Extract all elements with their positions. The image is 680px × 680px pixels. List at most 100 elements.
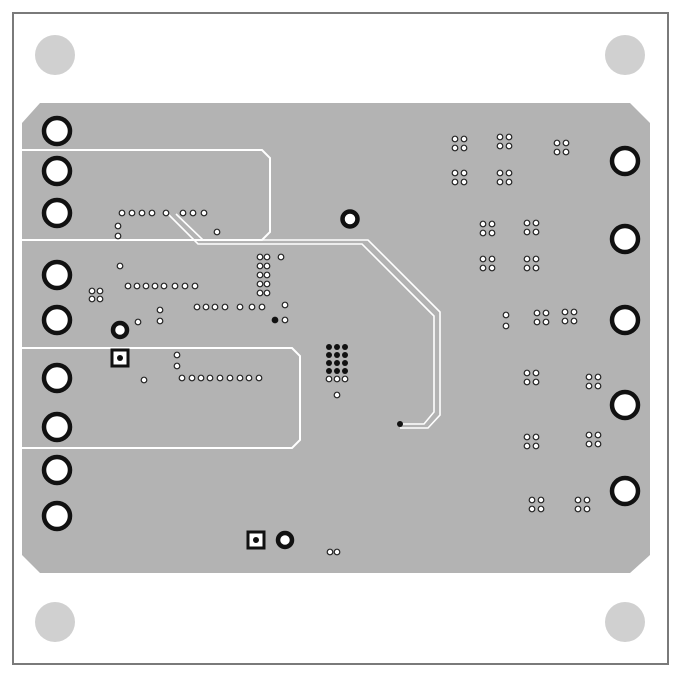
pad-layer (41, 115, 641, 550)
via-icon (117, 355, 123, 361)
via-icon (502, 322, 510, 330)
via-icon (585, 431, 593, 439)
via-icon (181, 282, 189, 290)
via-icon (342, 344, 348, 350)
via-icon (281, 316, 289, 324)
via-icon (532, 264, 540, 272)
via-icon (334, 344, 340, 350)
via-icon (197, 374, 205, 382)
via-icon (263, 271, 271, 279)
via-icon (334, 368, 340, 374)
via-icon (326, 360, 332, 366)
via-icon (179, 209, 187, 217)
via-icon (502, 311, 510, 319)
through-hole-pad-icon (41, 259, 73, 291)
via-icon (206, 374, 214, 382)
via-icon (553, 148, 561, 156)
through-hole-pad-icon (275, 530, 295, 550)
via-icon (342, 352, 348, 358)
via-icon (451, 144, 459, 152)
via-layer (88, 133, 602, 556)
via-icon (528, 496, 536, 504)
through-hole-pad-icon (110, 320, 130, 340)
via-icon (114, 232, 122, 240)
via-icon (326, 352, 332, 358)
via-icon (505, 178, 513, 186)
via-icon (562, 148, 570, 156)
via-icon (256, 289, 264, 297)
via-icon (256, 253, 264, 261)
via-icon (142, 282, 150, 290)
via-icon (118, 209, 126, 217)
via-icon (333, 375, 341, 383)
via-icon (523, 378, 531, 386)
via-icon (334, 352, 340, 358)
mounting-holes (35, 35, 645, 642)
through-hole-pad-icon (609, 304, 641, 336)
via-icon (532, 228, 540, 236)
via-icon (334, 360, 340, 366)
via-icon (213, 228, 221, 236)
lower-left-region (22, 347, 301, 449)
through-hole-pad-icon (340, 209, 360, 229)
via-icon (88, 287, 96, 295)
copper-pour (22, 103, 650, 573)
via-icon (263, 280, 271, 288)
via-icon (200, 209, 208, 217)
via-icon (542, 318, 550, 326)
via-icon (138, 209, 146, 217)
via-icon (505, 169, 513, 177)
through-hole-pad-icon (609, 475, 641, 507)
via-icon (156, 317, 164, 325)
via-icon (585, 382, 593, 390)
via-icon (202, 303, 210, 311)
via-icon (523, 442, 531, 450)
via-icon (173, 351, 181, 359)
via-icon (96, 295, 104, 303)
via-icon (256, 271, 264, 279)
via-icon (211, 303, 219, 311)
via-icon (505, 142, 513, 150)
via-icon (133, 282, 141, 290)
via-icon (342, 368, 348, 374)
via-icon (326, 344, 332, 350)
via-icon (523, 433, 531, 441)
via-icon (255, 374, 263, 382)
via-icon (479, 264, 487, 272)
via-icon (479, 255, 487, 263)
via-icon (134, 318, 142, 326)
via-icon (505, 133, 513, 141)
via-icon (191, 282, 199, 290)
via-icon (178, 374, 186, 382)
via-icon (561, 317, 569, 325)
via-icon (553, 139, 561, 147)
via-icon (96, 287, 104, 295)
via-icon (226, 374, 234, 382)
via-icon (160, 282, 168, 290)
trace-b (175, 213, 441, 429)
via-icon (124, 282, 132, 290)
via-icon (488, 255, 496, 263)
through-hole-pad-icon (41, 454, 73, 486)
via-icon (221, 303, 229, 311)
via-icon (532, 219, 540, 227)
via-icon (333, 548, 341, 556)
via-icon (496, 178, 504, 186)
via-icon (479, 229, 487, 237)
via-icon (258, 303, 266, 311)
via-icon (451, 135, 459, 143)
through-hole-pad-icon (609, 145, 641, 177)
via-icon (162, 209, 170, 217)
via-icon (570, 317, 578, 325)
via-icon (88, 295, 96, 303)
via-icon (173, 362, 181, 370)
via-icon (114, 222, 122, 230)
via-icon (460, 169, 468, 177)
via-icon (528, 505, 536, 513)
via-icon (151, 282, 159, 290)
via-icon (570, 308, 578, 316)
via-icon (236, 303, 244, 311)
via-icon (594, 440, 602, 448)
mounting-hole-icon (605, 602, 645, 642)
